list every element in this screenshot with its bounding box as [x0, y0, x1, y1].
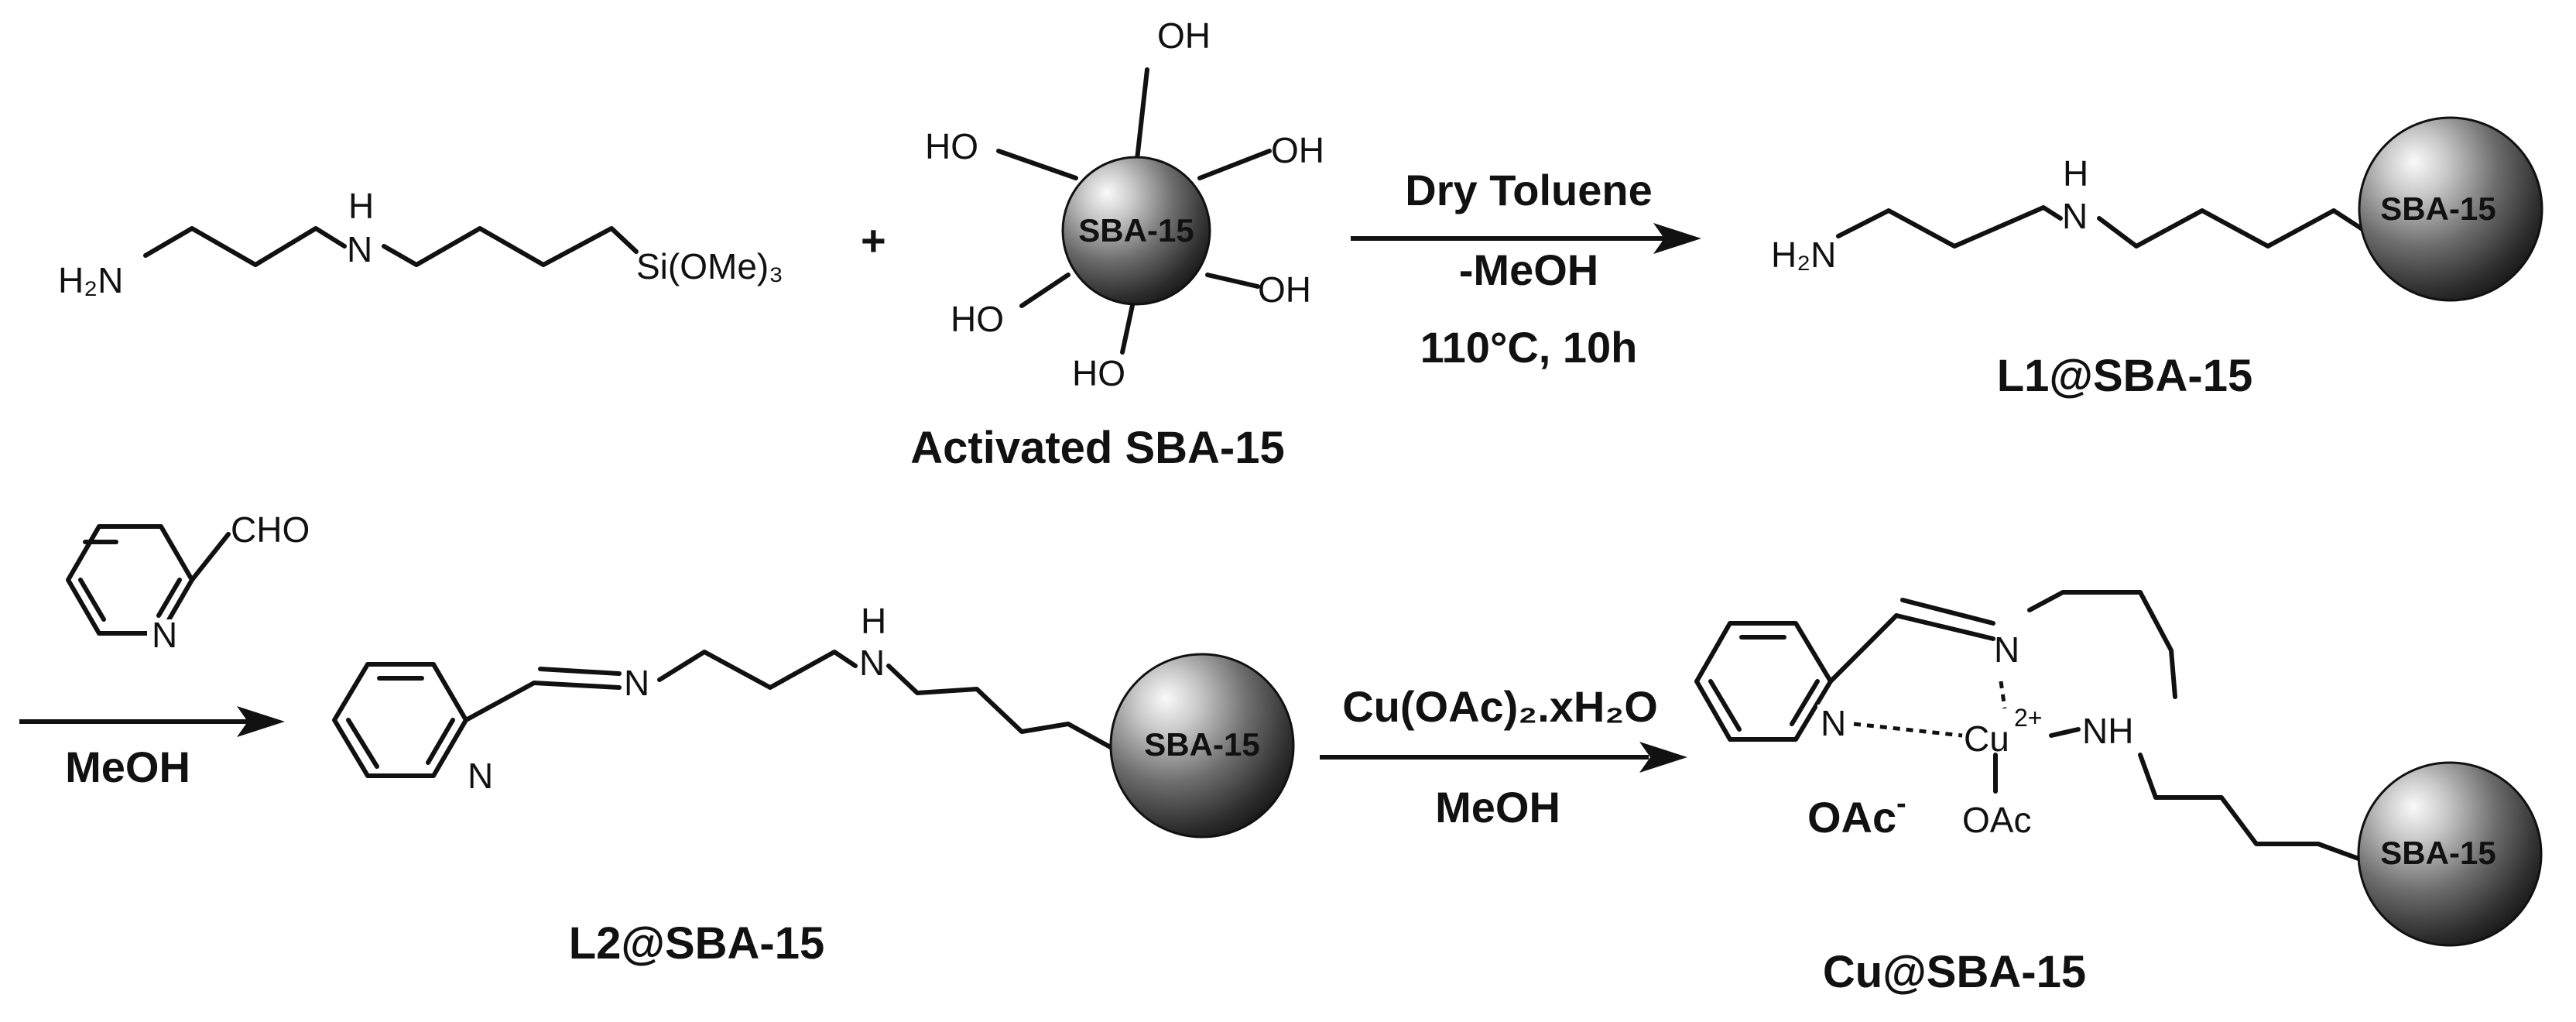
activated-bead [1061, 156, 1211, 306]
l1-bead-label: SBA-15 [2380, 190, 2496, 227]
cu-n-pyridine-coordination [1853, 722, 1963, 738]
condition-byproduct: -MeOH [1459, 245, 1598, 294]
cu-n-mask [1817, 705, 1848, 739]
l2-nh-h-label: H [861, 601, 886, 641]
cu-free-oac: OAc [1807, 793, 1896, 842]
oh-bond-upper-left [996, 149, 1078, 180]
condition-solvent: Dry Toluene [1405, 166, 1652, 214]
cu-pyridine-n: N [1821, 703, 1846, 743]
hydroxyl-top: OH [1157, 15, 1211, 56]
cu-imine-bond [1894, 613, 1995, 641]
l1-propyl-bonds [2097, 208, 2367, 249]
reagent-propyl-bonds [382, 226, 639, 267]
aldehyde-bond [190, 532, 231, 582]
oh-bond-bottom [1120, 296, 1136, 355]
cu-n-imine-coordination [1999, 681, 2007, 709]
aldehyde-n-mask [147, 619, 178, 650]
l2-imine-double [538, 667, 622, 676]
cu-ch-bond [1828, 613, 1899, 684]
cu-metal-label: Cu [1964, 718, 2009, 759]
l2-caption: L2@SBA-15 [569, 918, 825, 969]
condition-methanol-step3: MeOH [1435, 783, 1560, 832]
l2-nh-label: N [859, 643, 885, 683]
arrow-step3-head [1639, 742, 1687, 773]
pyridine-double-3 [156, 578, 182, 618]
hydroxyl-lower-left: HO [951, 299, 1004, 339]
l2-propyl-bonds [886, 664, 1117, 752]
cu-ring-double-3 [1790, 679, 1820, 726]
l2-n-mask [464, 757, 495, 791]
l1-caption: L1@SBA-15 [1997, 351, 2253, 401]
l2-ring-double-2 [346, 718, 379, 769]
reagent-nh2-label: H₂N [58, 260, 123, 300]
activated-sba15: SBA-15 OH HO OH HO OH HO Activated SBA-1… [910, 15, 1324, 473]
l1-sba15: SBA-15 H₂N N H L1@SBA-15 [1771, 116, 2543, 401]
arrow-step1-head [1653, 223, 1701, 254]
reagent-silane-label: Si(OMe)₃ [636, 246, 783, 286]
cu-ring-double-2 [1708, 679, 1742, 732]
cu-propyl-bonds [2138, 753, 2363, 862]
hydroxyl-upper-left: HO [925, 126, 978, 166]
l1-nh-h-label: H [2063, 153, 2088, 194]
condition-temperature: 110°C, 10h [1420, 323, 1638, 372]
l2-pyridine-ring [332, 662, 468, 778]
aldehyde-n-label: N [152, 615, 177, 655]
pyridine-aldehyde: CHO N [66, 509, 310, 655]
oh-bond-upper-right [1197, 149, 1272, 180]
oh-bond-lower-right [1205, 273, 1260, 289]
condition-copper-salt: Cu(OAc)₂.xH₂O [1342, 682, 1658, 731]
cu-bound-oac: OAc [1962, 800, 2031, 840]
cu-free-oac-charge: - [1896, 787, 1906, 820]
cu-ethyl-bonds [2027, 590, 2177, 699]
aminosilane-reagent: H₂N N H Si(OMe)₃ [58, 186, 783, 300]
l2-bead [1109, 653, 1295, 839]
reagent-nh-h-label: H [348, 186, 374, 226]
l2-pyridine-n: N [468, 756, 493, 796]
cu-nh-label: NH [2082, 711, 2133, 751]
l1-bead [2358, 116, 2543, 302]
cu-charge-label: 2+ [2014, 704, 2042, 732]
hydroxyl-lower-right: OH [1258, 269, 1311, 310]
activated-bead-label: SBA-15 [1078, 212, 1194, 249]
hydroxyl-bottom: HO [1072, 353, 1125, 393]
l2-ethyl-bonds [657, 650, 858, 690]
l2-imine-n: N [624, 663, 649, 703]
l1-nh-label: N [2062, 196, 2088, 236]
l2-imine-bond [532, 681, 622, 690]
arrow-step2: MeOH [19, 706, 285, 791]
cu-bead [2357, 761, 2543, 947]
reagent-chain-bonds [143, 226, 347, 267]
l2-ring-double-3 [426, 718, 455, 765]
l2-bead-label: SBA-15 [1144, 726, 1259, 763]
cu-sba15: SBA-15 N N Cu 2+ NH OAc OAc - Cu@SBA-15 [1694, 590, 2543, 997]
cu-nh-bond [2049, 727, 2081, 738]
cu-caption: Cu@SBA-15 [1823, 947, 2086, 997]
l2-sba15: SBA-15 N N N H L2@SBA-15 [332, 601, 1295, 969]
pyridine-double-2 [78, 578, 106, 622]
arrow-step3: Cu(OAc)₂.xH₂O MeOH [1320, 682, 1687, 832]
cu-pyridine-ring [1694, 621, 1833, 742]
activated-caption: Activated SBA-15 [910, 423, 1284, 473]
hydroxyl-upper-right: OH [1271, 130, 1324, 170]
l1-chain-bonds [1836, 205, 2063, 249]
oh-bond-top [1134, 67, 1149, 169]
arrow-step2-head [237, 706, 285, 737]
l1-nh2-label: H₂N [1771, 235, 1836, 275]
l2-ch-bond [464, 681, 536, 722]
reagent-nh-label: N [347, 229, 372, 269]
cu-bead-label: SBA-15 [2380, 835, 2496, 871]
aldehyde-cho-label: CHO [231, 509, 310, 550]
cu-imine-n: N [1994, 629, 2019, 670]
condition-methanol-step2: MeOH [65, 742, 190, 791]
arrow-step1: Dry Toluene -MeOH 110°C, 10h [1351, 166, 1701, 372]
plus-sign: + [861, 216, 886, 265]
oh-bond-lower-left [1019, 273, 1070, 308]
cu-imine-double [1900, 598, 1995, 626]
